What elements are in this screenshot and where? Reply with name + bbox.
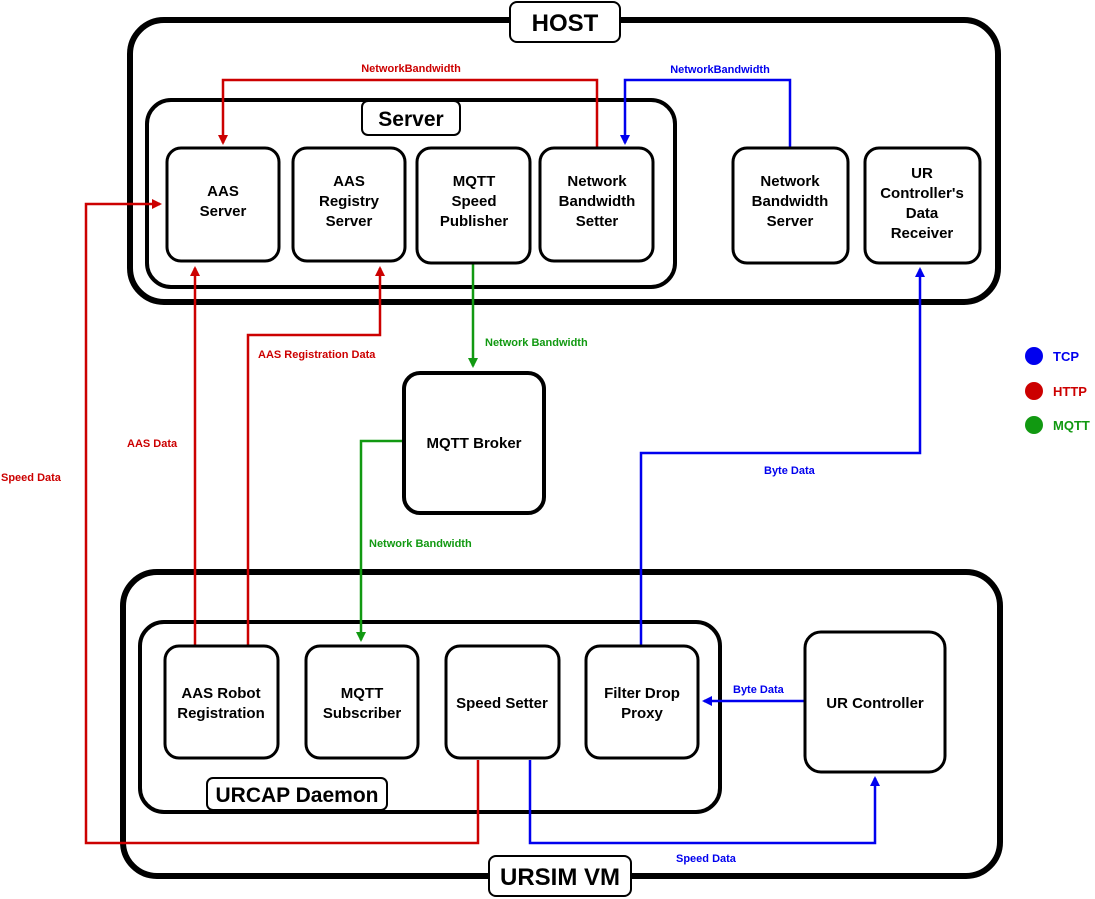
edge-registration-to-registry (246, 266, 385, 646)
node-label-line: Registry (319, 193, 380, 210)
node-label-line: Bandwidth (752, 193, 829, 210)
node-label-line: Bandwidth (559, 193, 636, 210)
mqtt-broker-node: MQTT Broker (402, 371, 546, 515)
node-label-line: Subscriber (323, 705, 402, 722)
node-label-line: Speed (451, 193, 496, 210)
edge-nb-setter-to-aas-server (218, 78, 599, 150)
node-label-line: Receiver (891, 225, 954, 242)
edge-label-byte-data-proxy: Byte Data (733, 684, 785, 696)
ursim-vm-title: URSIM VM (500, 864, 620, 891)
svg-text:Speed Setter: Speed Setter (456, 695, 548, 712)
http-legend-dot (1025, 382, 1043, 400)
node-label-line: Publisher (440, 213, 509, 230)
urcap-daemon-title-box (206, 777, 388, 811)
node-label-line: Network (760, 173, 820, 190)
tcp-legend-dot (1025, 347, 1043, 365)
node-label-line: AAS (207, 183, 239, 200)
edge-label-broker-subscriber: Network Bandwidth (369, 538, 472, 550)
edge-label-nb-setter: NetworkBandwidth (361, 63, 461, 75)
edge-speed-setter-to-ur-controller (528, 760, 880, 845)
svg-text:UR Controller: UR Controller (826, 695, 924, 712)
legend-http-label: HTTP (1053, 384, 1087, 399)
legend-tcp-label: TCP (1053, 349, 1079, 364)
edge-label-publisher-broker: Network Bandwidth (485, 337, 588, 349)
svg-text:MQTT Broker: MQTT Broker (426, 435, 521, 452)
node-label-line: Speed Setter (456, 695, 548, 712)
node-label-line: Setter (576, 213, 619, 230)
host-title: HOST (532, 10, 599, 37)
edge-label-byte-data-receiver: Byte Data (764, 465, 816, 477)
edge-label-nb-server: NetworkBandwidth (670, 64, 770, 76)
edge-proxy-to-data-receiver (639, 267, 925, 648)
edge-broker-to-subscriber (356, 439, 404, 642)
urcap-daemon-container (138, 620, 722, 814)
server-title-box (361, 100, 461, 136)
node-label-line: AAS Robot (181, 685, 260, 702)
ursim-vm-title-box (488, 855, 632, 897)
edge-label-registration-data: AAS Registration Data (258, 349, 376, 361)
ur-controller-node: UR Controller (803, 630, 947, 774)
edge-label-speed-data-tcp: Speed Data (676, 853, 737, 865)
legend: TCP HTTP MQTT (1025, 347, 1090, 434)
node-label-line: Data (906, 205, 939, 222)
host-title-box (509, 1, 621, 43)
server-title: Server (378, 108, 443, 131)
legend-mqtt-label: MQTT (1053, 418, 1090, 433)
urcap-daemon-title: URCAP Daemon (216, 784, 379, 807)
node-label-line: Filter Drop (604, 685, 680, 702)
node-label-line: Controller's (880, 185, 964, 202)
node-label-line: Network (567, 173, 627, 190)
node-label-line: AAS (333, 173, 365, 190)
edge-label-speed-data-http: Speed Data (1, 472, 62, 484)
mqtt-subscriber-node: MQTT Subscriber (304, 644, 420, 760)
edge-label-aas-data: AAS Data (127, 438, 178, 450)
node-label-line: Server (200, 203, 247, 220)
edge-speed-setter-to-aas-server (84, 199, 480, 845)
node-label-line: MQTT (341, 685, 384, 702)
speed-setter-node: Speed Setter (444, 644, 561, 760)
edge-nb-server-to-setter (620, 78, 792, 150)
node-label-line: UR (911, 165, 933, 182)
node-label-line: MQTT Broker (426, 435, 521, 452)
node-label-line: Registration (177, 705, 265, 722)
node-label-line: UR Controller (826, 695, 924, 712)
node-label-line: Server (326, 213, 373, 230)
node-label-line: Server (767, 213, 814, 230)
node-label-line: Proxy (621, 705, 663, 722)
node-label-line: MQTT (453, 173, 496, 190)
aas-server-node: AAS Server (165, 146, 281, 263)
mqtt-legend-dot (1025, 416, 1043, 434)
